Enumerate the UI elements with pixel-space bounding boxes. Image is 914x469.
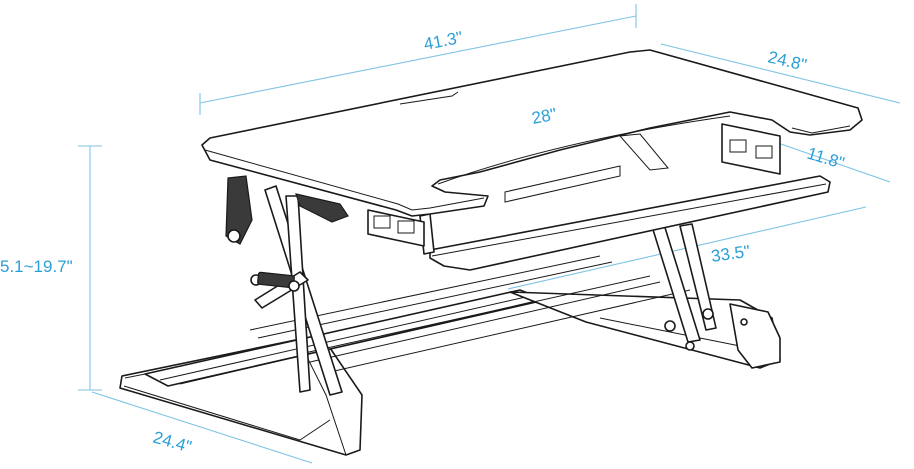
height-range-label: 5.1~19.7" (0, 257, 73, 276)
desktop-surface (201, 49, 863, 247)
keyboard-tray-width-label: 28" (530, 105, 558, 128)
base-width-label: 33.5" (710, 242, 751, 266)
desktop-width-label: 41.3" (422, 28, 464, 54)
keyboard-tray-depth-label: 11.8" (805, 144, 847, 173)
keyboard-tray (419, 175, 831, 271)
desktop-depth-label: 24.8" (766, 47, 808, 74)
scissor-lift (225, 175, 748, 396)
base-depth-label: 24.4" (151, 428, 194, 457)
